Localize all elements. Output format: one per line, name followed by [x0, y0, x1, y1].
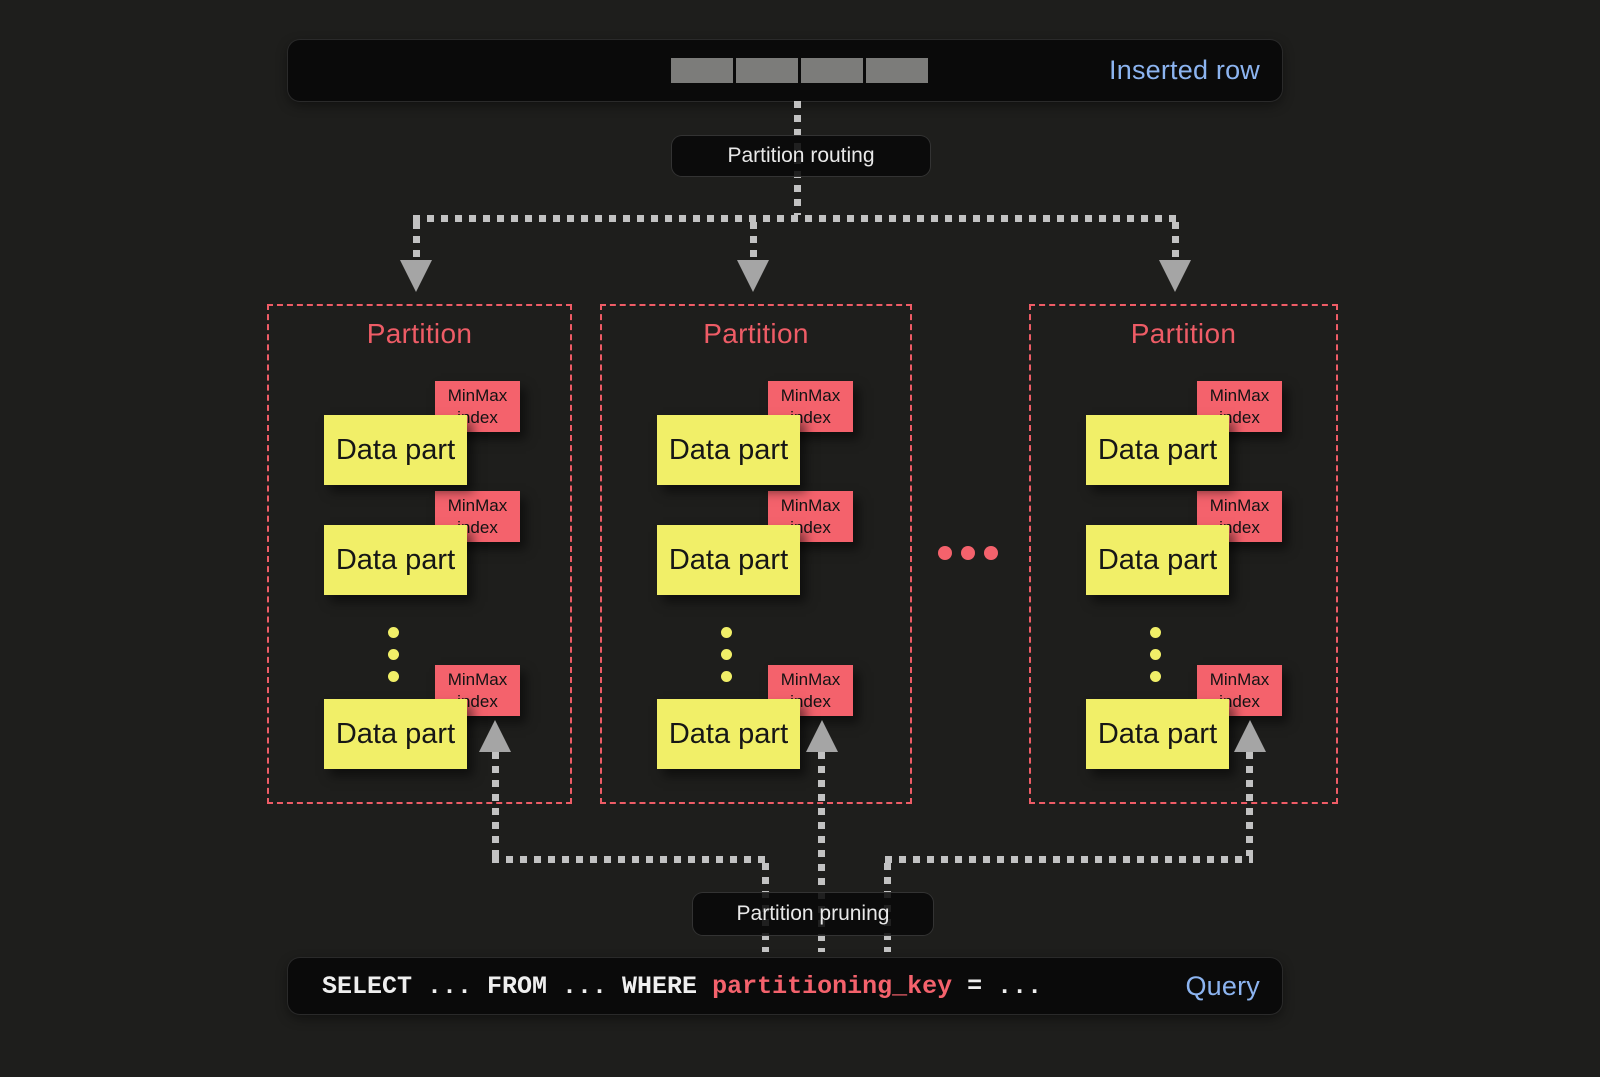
- routing-drop-line-1: [413, 222, 420, 260]
- more-parts-ellipsis-dot: [721, 627, 732, 638]
- arrow-up-icon: [1234, 720, 1266, 752]
- more-parts-ellipsis-dot: [388, 627, 399, 638]
- pruning-line-right-horizontal: [885, 856, 1253, 863]
- pruning-line-left-horizontal: [492, 856, 768, 863]
- data-part-box: Data part: [657, 699, 800, 769]
- more-parts-ellipsis-dot: [1150, 649, 1161, 660]
- inserted-row-label: Inserted row: [1109, 55, 1260, 85]
- partition-pruning-label: Partition pruning: [693, 893, 933, 935]
- partition-box-3: Partition MinMax index Data part MinMax …: [1029, 304, 1338, 804]
- partition-box-2: Partition MinMax index Data part MinMax …: [600, 304, 912, 804]
- more-parts-ellipsis-dot: [388, 671, 399, 682]
- minmax-index-tag: MinMax index: [435, 491, 520, 542]
- pruning-line-right-riser: [1246, 752, 1253, 856]
- sql-prefix: SELECT ... FROM ... WHERE: [322, 971, 713, 1001]
- routing-drop-line-3: [1172, 222, 1179, 260]
- query-bar: SELECT ... FROM ... WHERE partitioning_k…: [288, 958, 1282, 1014]
- data-part-box: Data part: [657, 525, 800, 595]
- data-part-box: Data part: [324, 415, 467, 485]
- routing-distribution-line: [413, 215, 1181, 222]
- arrow-up-icon: [806, 720, 838, 752]
- more-parts-ellipsis-dot: [1150, 627, 1161, 638]
- partition-title: Partition: [1130, 318, 1237, 349]
- inserted-row-bar: Inserted row: [288, 40, 1282, 101]
- arrow-down-icon: [1159, 260, 1191, 292]
- data-part-box: Data part: [324, 525, 467, 595]
- partition-title: Partition: [366, 318, 473, 349]
- partitioning-key-token: partitioning_key: [712, 971, 953, 1001]
- query-text: SELECT ... FROM ... WHERE partitioning_k…: [322, 958, 1042, 1014]
- arrow-up-icon: [479, 720, 511, 752]
- more-partitions-ellipsis: [938, 546, 998, 560]
- partition-title: Partition: [703, 318, 809, 349]
- row-segment: [866, 58, 928, 83]
- partition-routing-label: Partition routing: [672, 136, 930, 176]
- pruning-line-left-riser: [492, 752, 499, 856]
- more-parts-ellipsis-dot: [388, 649, 399, 660]
- more-parts-ellipsis-dot: [1150, 671, 1161, 682]
- sql-suffix: = ...: [952, 971, 1043, 1001]
- partition-box-1: Partition MinMax index Data part MinMax …: [267, 304, 572, 804]
- more-parts-ellipsis-dot: [721, 649, 732, 660]
- data-part-box: Data part: [324, 699, 467, 769]
- row-segment: [671, 58, 733, 83]
- query-label: Query: [1185, 970, 1260, 1001]
- data-part-box: Data part: [1086, 415, 1229, 485]
- arrow-down-icon: [400, 260, 432, 292]
- routing-drop-line-2: [750, 222, 757, 260]
- pruning-line-center: [818, 752, 825, 952]
- arrow-down-icon: [737, 260, 769, 292]
- row-segment: [801, 58, 863, 83]
- data-part-box: Data part: [1086, 525, 1229, 595]
- row-segment: [736, 58, 798, 83]
- inserted-row-segments: [671, 58, 928, 83]
- more-parts-ellipsis-dot: [721, 671, 732, 682]
- data-part-box: Data part: [657, 415, 800, 485]
- data-part-box: Data part: [1086, 699, 1229, 769]
